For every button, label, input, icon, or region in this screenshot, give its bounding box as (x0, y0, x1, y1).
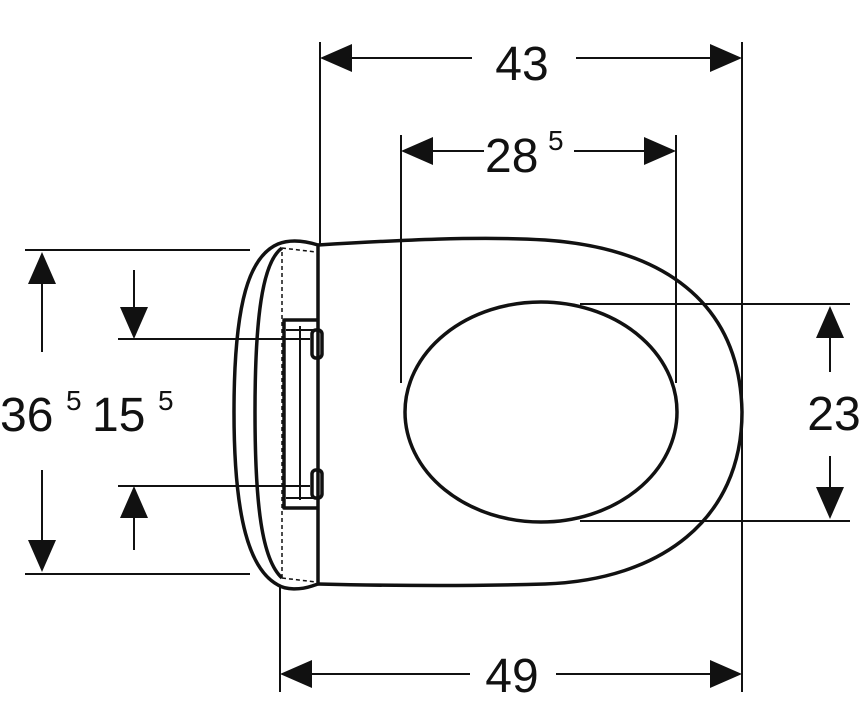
dimension-43: 43 (320, 38, 742, 91)
arrow-right (710, 44, 742, 72)
arrow-left (280, 660, 312, 688)
dimension-superscript-5: 5 (66, 385, 82, 416)
hinge-housing-outer (232, 239, 320, 591)
hinge-housing-hidden-edge (281, 247, 317, 583)
dimension-36-5: 36 5 (0, 252, 82, 572)
arrow-up (816, 306, 844, 338)
seat-outline (317, 236, 744, 588)
arrow-right (644, 137, 676, 165)
arrow-down (120, 307, 148, 339)
dimension-superscript-5: 5 (548, 125, 564, 156)
dimension-superscript-5: 5 (158, 385, 174, 416)
dimension-label-28: 28 (485, 130, 538, 183)
dimension-label-23: 23 (807, 388, 860, 441)
dimension-label-36: 36 (0, 389, 53, 442)
arrow-left (401, 137, 433, 165)
dimension-label-43: 43 (495, 38, 548, 91)
arrow-down (28, 540, 56, 572)
arrow-up (120, 486, 148, 518)
dimension-28-5: 28 5 (401, 125, 676, 183)
dimension-label-49: 49 (485, 650, 538, 703)
dimension-49: 49 (280, 650, 742, 703)
dimension-15-5: 15 5 (92, 270, 174, 550)
dimension-label-15: 15 (92, 389, 145, 442)
dimension-23: 23 (807, 306, 861, 519)
seat-opening (403, 300, 679, 524)
arrow-down (816, 487, 844, 519)
arrow-up (28, 252, 56, 284)
hinge-bracket (282, 318, 318, 510)
hinge-housing-inner (253, 246, 284, 580)
arrow-left (320, 44, 352, 72)
arrow-right (710, 660, 742, 688)
